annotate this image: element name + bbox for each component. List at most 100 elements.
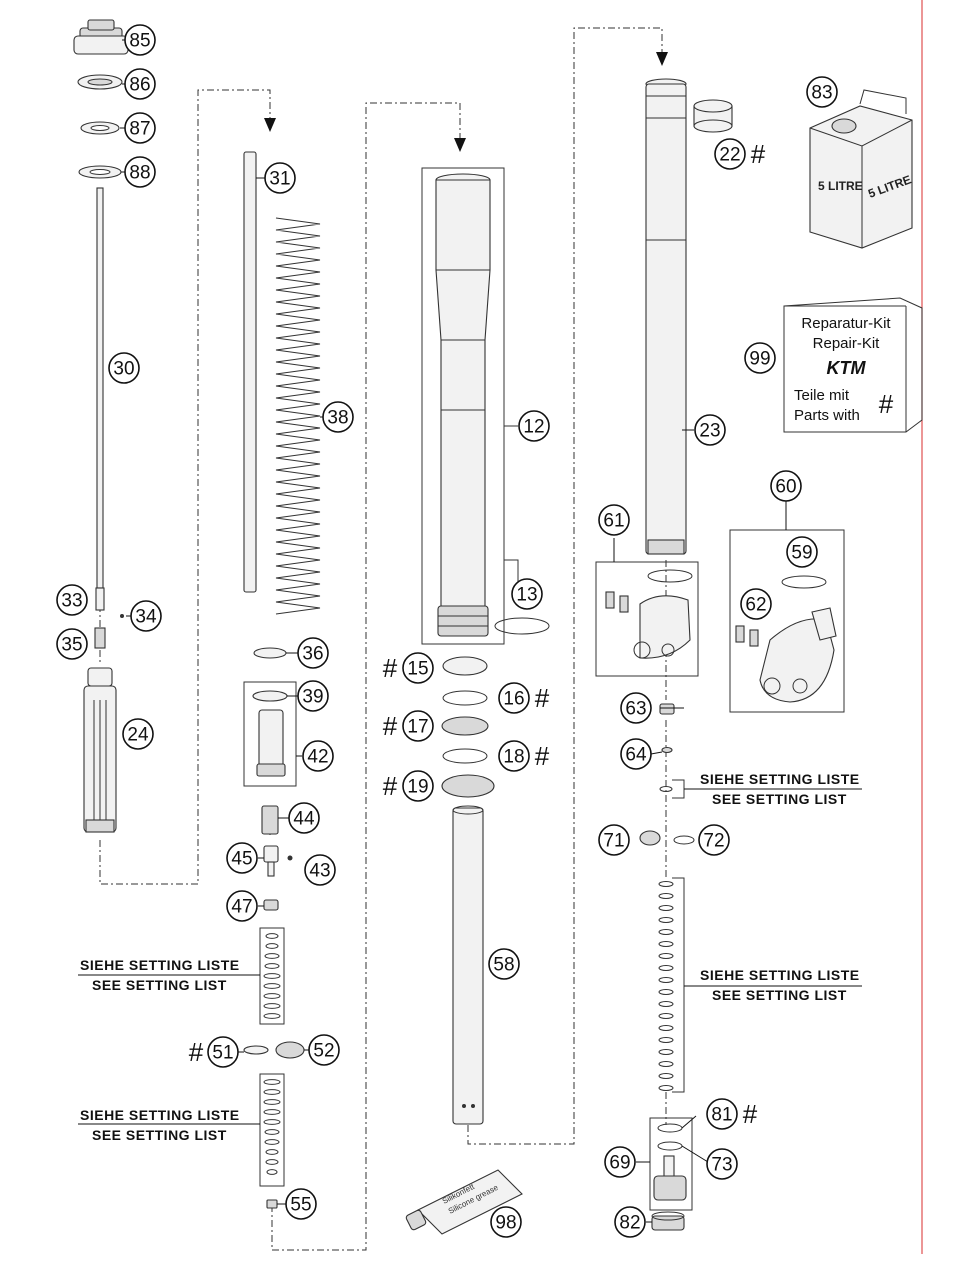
part-fork-spring (275, 217, 321, 615)
hash-symbol: # (383, 711, 398, 741)
hash-symbol: # (751, 139, 766, 169)
assembly-box (649, 1117, 693, 1211)
part-washer (77, 74, 123, 90)
callout-34: 34 (130, 600, 162, 632)
svg-text:86: 86 (129, 75, 150, 96)
svg-text:16: 16 (503, 689, 524, 710)
part-piston-rod (96, 187, 104, 589)
svg-text:88: 88 (129, 163, 150, 184)
part-o-ring (673, 835, 695, 845)
callout-16: 16 (498, 682, 530, 714)
part-shim (659, 786, 673, 792)
shim-stack (259, 927, 285, 1025)
callout-88: 88 (124, 156, 156, 188)
svg-text:12: 12 (523, 417, 544, 438)
setting-labels: SIEHE SETTING LISTE SEE SETTING LIST SIE… (78, 771, 862, 1143)
svg-text:60: 60 (775, 477, 796, 498)
setting-label-de: SIEHE SETTING LISTE (80, 957, 240, 973)
callout-15: 15 (402, 652, 434, 684)
part-screw-plug (651, 1211, 685, 1231)
svg-text:55: 55 (290, 1195, 311, 1216)
callout-36: 36 (297, 637, 329, 669)
part-top-cap (73, 19, 129, 55)
svg-text:19: 19 (407, 777, 428, 798)
svg-text:18: 18 (503, 747, 524, 768)
svg-text:58: 58 (493, 955, 514, 976)
callout-39: 39 (297, 680, 329, 712)
callout-13: 13 (511, 578, 543, 610)
callout-42: 42 (302, 740, 334, 772)
part-guide-bushing (693, 99, 733, 133)
part-rod-fitting (95, 587, 105, 611)
hash-symbol: # (743, 1099, 758, 1129)
callout-38: 38 (322, 401, 354, 433)
callout-31: 31 (264, 162, 296, 194)
hash-symbol: # (535, 683, 550, 713)
part-o-ring (494, 617, 550, 635)
svg-text:31: 31 (269, 169, 290, 190)
callout-17: 17 (402, 710, 434, 742)
callout-59: 59 (786, 536, 818, 568)
svg-text:59: 59 (791, 543, 812, 564)
setting-label-en: SEE SETTING LIST (712, 791, 847, 807)
svg-text:52: 52 (313, 1041, 334, 1062)
svg-text:87: 87 (129, 119, 150, 140)
assembly-box (243, 681, 297, 787)
part-base-valve (653, 1155, 687, 1201)
callout-47: 47 (226, 890, 258, 922)
callout-85: 85 (124, 24, 156, 56)
callout-30: 30 (108, 352, 140, 384)
callout-61: 61 (598, 504, 630, 536)
svg-text:98: 98 (495, 1213, 516, 1234)
part-o-ring (657, 1123, 683, 1133)
callout-86: 86 (124, 68, 156, 100)
callout-55: 55 (285, 1188, 317, 1220)
part-damper-cartridge (83, 667, 117, 833)
part-washer (80, 121, 120, 135)
hash-symbol: # (535, 741, 550, 771)
svg-text:99: 99 (749, 349, 770, 370)
callout-58: 58 (488, 948, 520, 980)
svg-text:45: 45 (231, 849, 252, 870)
svg-text:39: 39 (302, 687, 323, 708)
repair-kit-parts-en: Parts with (794, 407, 860, 424)
svg-text:72: 72 (703, 831, 724, 852)
callout-23: 23 (694, 414, 726, 446)
svg-text:81: 81 (711, 1105, 732, 1126)
part-spring-seat (253, 647, 287, 659)
shim-stack (658, 877, 685, 1093)
can-label-left: 5 LITRE (818, 179, 863, 193)
callout-87: 87 (124, 112, 156, 144)
callout-82: 82 (614, 1206, 646, 1238)
callout-99: 99 (744, 342, 776, 374)
part-axle-clamp-alt (735, 575, 837, 703)
svg-text:17: 17 (407, 717, 428, 738)
svg-text:64: 64 (625, 745, 647, 766)
callout-35: 35 (56, 628, 88, 660)
callout-18: 18 (498, 740, 530, 772)
svg-text:47: 47 (231, 897, 252, 918)
repair-kit-parts-de: Teile mit (794, 387, 850, 404)
svg-text:63: 63 (625, 699, 646, 720)
callout-24: 24 (122, 718, 154, 750)
setting-label-en: SEE SETTING LIST (92, 1127, 227, 1143)
svg-text:69: 69 (609, 1153, 630, 1174)
part-piston-ring (243, 1045, 269, 1055)
svg-text:13: 13 (516, 585, 537, 606)
svg-text:61: 61 (603, 511, 624, 532)
hash-symbol: # (383, 771, 398, 801)
callout-64: 64 (620, 738, 652, 770)
part-o-ring (657, 1141, 683, 1151)
svg-text:24: 24 (127, 725, 149, 746)
part-spacer-tube (243, 151, 257, 593)
part-ball (120, 614, 124, 618)
svg-text:22: 22 (719, 145, 740, 166)
svg-text:30: 30 (113, 359, 134, 380)
part-valve-spring (261, 805, 279, 835)
callout-63: 63 (620, 692, 652, 724)
callout-45: 45 (226, 842, 258, 874)
callout-51: 51 (207, 1036, 239, 1068)
part-piston-nut (266, 1199, 278, 1209)
setting-label-de: SIEHE SETTING LISTE (700, 771, 860, 787)
callout-12: 12 (518, 410, 550, 442)
